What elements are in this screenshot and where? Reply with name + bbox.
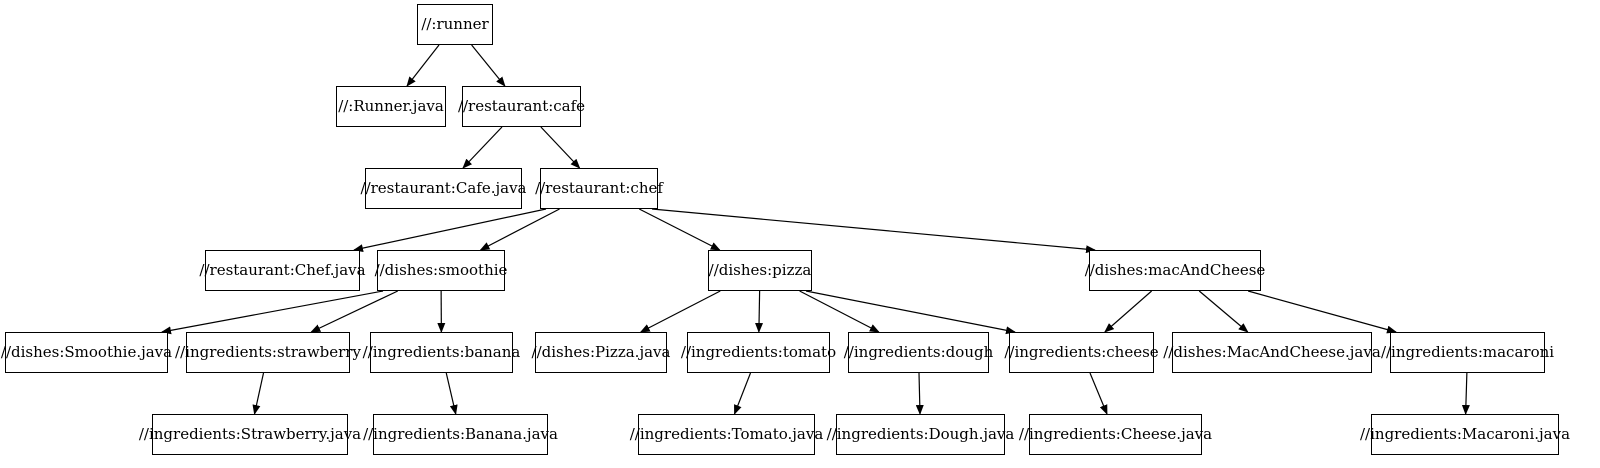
graph-edge-restaurant_chef-to-dishes_smoothie — [479, 208, 560, 251]
graph-edge-dishes_macandcheese-to-dishes_macandcheese_java — [1198, 290, 1249, 333]
graph-edge-ing_tomato-to-ing_tomato_java — [733, 372, 752, 415]
graph-edge-restaurant_cafe-to-restaurant_chef — [540, 126, 581, 169]
graph-edge-restaurant_chef-to-dishes_pizza — [638, 208, 721, 251]
graph-edge-runner-to-runner_java — [406, 44, 440, 87]
graph-node-ing_macaroni_java[interactable]: //ingredients:Macaroni.java — [1360, 414, 1570, 455]
graph-node-ing_banana[interactable]: //ingredients:banana — [363, 332, 520, 373]
graph-edge-ing_dough-to-ing_dough_java — [915, 372, 924, 415]
graph-node-label: //dishes:Pizza.java — [531, 343, 671, 361]
graph-node-label: //ingredients:Strawberry.java — [138, 425, 362, 443]
graph-node-dishes_smoothie[interactable]: //dishes:smoothie — [374, 250, 508, 291]
graph-node-dishes_smoothie_java[interactable]: //dishes:Smoothie.java — [1, 332, 172, 373]
graph-node-label: //restaurant:cafe — [457, 97, 586, 115]
graph-node-ing_cheese[interactable]: //ingredients:cheese — [1004, 332, 1159, 373]
graph-node-label: //ingredients:tomato — [680, 343, 837, 361]
graph-edge-dishes_pizza-to-dishes_pizza_java — [639, 290, 721, 333]
graph-edge-dishes_pizza-to-ing_tomato — [755, 290, 764, 333]
graph-edge-ing_cheese-to-ing_cheese_java — [1089, 372, 1108, 415]
graph-node-label: //ingredients:Banana.java — [363, 425, 558, 443]
graph-node-label: //dishes:macAndCheese — [1084, 261, 1266, 279]
graph-node-label: //ingredients:dough — [843, 343, 994, 361]
graph-node-label: //ingredients:strawberry — [175, 343, 361, 361]
graph-edge-dishes_smoothie-to-dishes_smoothie_java — [161, 290, 384, 335]
graph-node-dishes_macandcheese[interactable]: //dishes:macAndCheese — [1085, 250, 1265, 291]
graph-edge-dishes_smoothie-to-ing_strawberry — [310, 290, 399, 333]
graph-node-runner[interactable]: //:runner — [417, 4, 493, 45]
graph-edge-ing_strawberry-to-ing_strawberry_java — [252, 372, 265, 415]
graph-node-ing_tomato[interactable]: //ingredients:tomato — [681, 332, 836, 373]
graph-node-label: //dishes:pizza — [708, 261, 812, 279]
graph-node-label: //:Runner.java — [338, 97, 444, 115]
graph-node-label: //ingredients:cheese — [1004, 343, 1159, 361]
graph-node-label: //ingredients:Cheese.java — [1018, 425, 1213, 443]
graph-edge-dishes_macandcheese-to-ing_macaroni — [1247, 290, 1397, 334]
graph-node-label: //ingredients:Macaroni.java — [1360, 425, 1571, 443]
graph-node-ing_cheese_java[interactable]: //ingredients:Cheese.java — [1019, 414, 1212, 455]
graph-node-ing_banana_java[interactable]: //ingredients:Banana.java — [363, 414, 558, 455]
graph-node-label: //dishes:Smoothie.java — [0, 343, 173, 361]
graph-edge-ing_macaroni-to-ing_macaroni_java — [1461, 372, 1470, 415]
graph-node-ing_tomato_java[interactable]: //ingredients:Tomato.java — [630, 414, 823, 455]
graph-node-restaurant_chef_java[interactable]: //restaurant:Chef.java — [199, 250, 366, 291]
graph-node-ing_dough_java[interactable]: //ingredients:Dough.java — [827, 414, 1014, 455]
graph-edge-dishes_pizza-to-ing_cheese — [805, 290, 1016, 335]
graph-node-restaurant_cafe[interactable]: //restaurant:cafe — [458, 86, 585, 127]
graph-node-label: //:runner — [421, 15, 489, 33]
graph-node-label: //dishes:MacAndCheese.java — [1163, 343, 1381, 361]
graph-edge-restaurant_chef-to-restaurant_chef_java — [353, 208, 547, 253]
graph-node-label: //ingredients:macaroni — [1380, 343, 1555, 361]
graph-edge-dishes_pizza-to-ing_dough — [799, 290, 880, 333]
graph-node-dishes_pizza_java[interactable]: //dishes:Pizza.java — [532, 332, 670, 373]
graph-node-ing_macaroni[interactable]: //ingredients:macaroni — [1381, 332, 1554, 373]
graph-node-ing_dough[interactable]: //ingredients:dough — [844, 332, 993, 373]
graph-node-label: //ingredients:Tomato.java — [629, 425, 824, 443]
graph-node-ing_strawberry_java[interactable]: //ingredients:Strawberry.java — [139, 414, 361, 455]
graph-node-restaurant_cafe_java[interactable]: //restaurant:Cafe.java — [361, 168, 526, 209]
graph-edge-restaurant_cafe-to-restaurant_cafe_java — [462, 126, 503, 169]
graph-edge-runner-to-restaurant_cafe — [471, 44, 506, 87]
graph-node-label: //ingredients:Dough.java — [826, 425, 1015, 443]
graph-node-label: //ingredients:banana — [362, 343, 521, 361]
graph-node-restaurant_chef[interactable]: //restaurant:chef — [535, 168, 663, 209]
graph-node-label: //restaurant:Chef.java — [199, 261, 366, 279]
graph-node-label: //dishes:smoothie — [374, 261, 508, 279]
graph-edge-ing_banana-to-ing_banana_java — [445, 372, 458, 415]
graph-node-label: //restaurant:chef — [535, 179, 663, 197]
graph-edge-restaurant_chef-to-dishes_macandcheese — [651, 208, 1096, 254]
graph-node-dishes_macandcheese_java[interactable]: //dishes:MacAndCheese.java — [1163, 332, 1381, 373]
graph-node-dishes_pizza[interactable]: //dishes:pizza — [708, 250, 812, 291]
graph-node-ing_strawberry[interactable]: //ingredients:strawberry — [175, 332, 361, 373]
graph-node-runner_java[interactable]: //:Runner.java — [336, 86, 446, 127]
graph-edge-dishes_macandcheese-to-ing_cheese — [1104, 290, 1153, 333]
graph-node-label: //restaurant:Cafe.java — [360, 179, 527, 197]
